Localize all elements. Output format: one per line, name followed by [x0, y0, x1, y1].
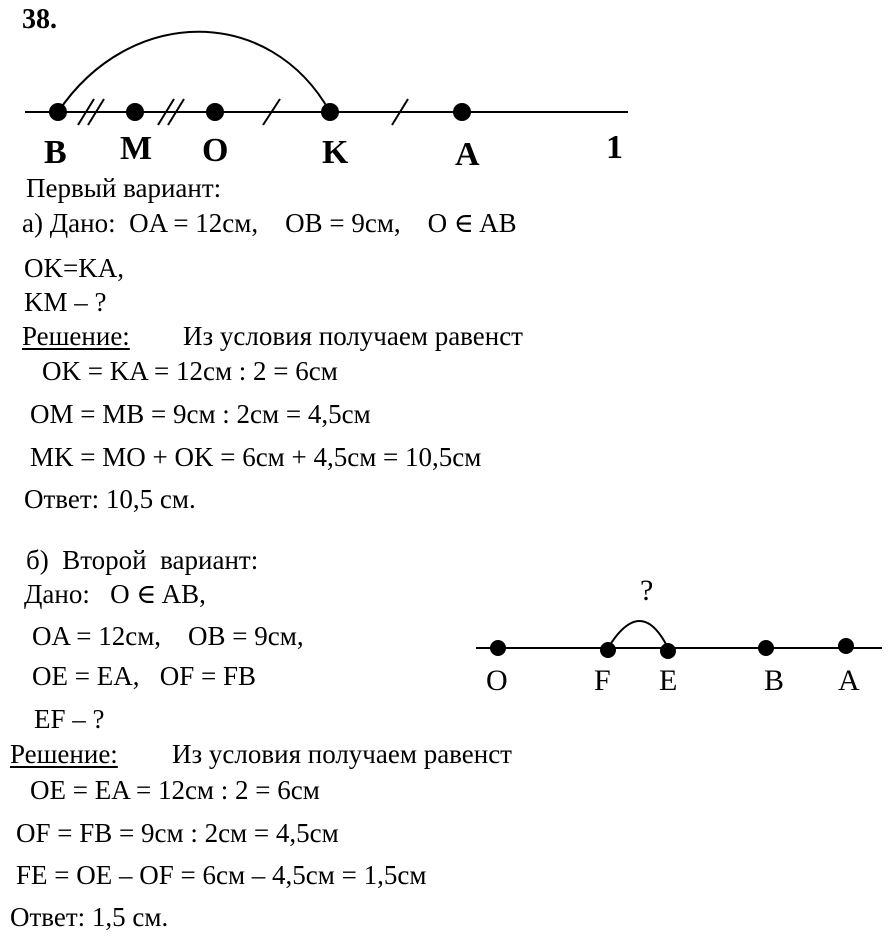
variant1-eq1: OK = KA = 12см : 2 = 6см [42, 356, 338, 386]
diagram2-arc [607, 620, 669, 649]
variant1-eq2: OM = MB = 9см : 2см = 4,5см [30, 399, 371, 429]
variant1-condition: OK=KA, [24, 253, 124, 283]
diagram2-label-f: F [594, 664, 611, 697]
diagram1-label-k: K [322, 134, 349, 171]
diagram1-ticks [77, 98, 409, 126]
variant1-question: KM – ? [24, 287, 107, 317]
variant2-heading: б) Второй вариант: [26, 545, 259, 575]
diagram2-label-e: E [659, 664, 678, 697]
diagram1-arc [57, 30, 331, 113]
diagram1-label-b: B [44, 134, 67, 171]
variant2-solution-text: Из условия получаем равенст [172, 739, 512, 769]
diagram1-end-label: 1 [606, 129, 623, 166]
diagram2-question-mark: ? [640, 574, 654, 607]
variant1-given: а) Дано: OA = 12см, OB = 9см, O ∈ AB [22, 208, 517, 238]
variant2-condition2: OE = EA, OF = FB [32, 661, 256, 691]
diagram1-point-b [49, 103, 67, 121]
diagram2-point-e [660, 643, 676, 659]
variant2-solution-label: Решение: [10, 739, 118, 769]
variant2-condition1: OA = 12см, OB = 9см, [32, 621, 304, 651]
diagram1-point-o [206, 103, 224, 121]
diagram2-label-a: A [838, 664, 860, 697]
diagram1-label-a: A [455, 136, 480, 173]
variant1-eq3: MK = MO + OK = 6см + 4,5см = 10,5см [30, 442, 482, 472]
diagram2-point-o [490, 640, 506, 656]
variant2-given: Дано: O ∈ AB, [24, 579, 206, 609]
variant2-eq3: FE = OE – OF = 6см – 4,5см = 1,5см [16, 860, 427, 890]
variant2-eq1: OE = EA = 12см : 2 = 6см [30, 775, 320, 805]
variant1-answer: Ответ: 10,5 см. [24, 484, 196, 514]
diagram1-point-k [321, 103, 339, 121]
diagram1-point-a [453, 103, 471, 121]
variant1-heading: Первый вариант: [26, 173, 222, 203]
diagram1-label-m: M [120, 130, 153, 167]
diagram1-label-o: O [202, 132, 229, 169]
variant1-solution-label: Решение: [22, 321, 130, 351]
variant1-solution-text: Из условия получаем равенст [183, 321, 523, 351]
problem-number: 38. [22, 4, 57, 35]
diagram2-point-f [600, 642, 616, 658]
variant2-answer: Ответ: 1,5 см. [10, 902, 169, 932]
diagram2-point-a [838, 638, 854, 654]
diagram2-point-b [758, 640, 774, 656]
diagram2-label-o: O [486, 664, 508, 697]
variant2-eq2: OF = FB = 9см : 2см = 4,5см [16, 818, 339, 848]
diagram1-point-m [126, 103, 144, 121]
diagram2-label-b: B [764, 664, 785, 697]
variant2-question: EF – ? [34, 704, 105, 734]
